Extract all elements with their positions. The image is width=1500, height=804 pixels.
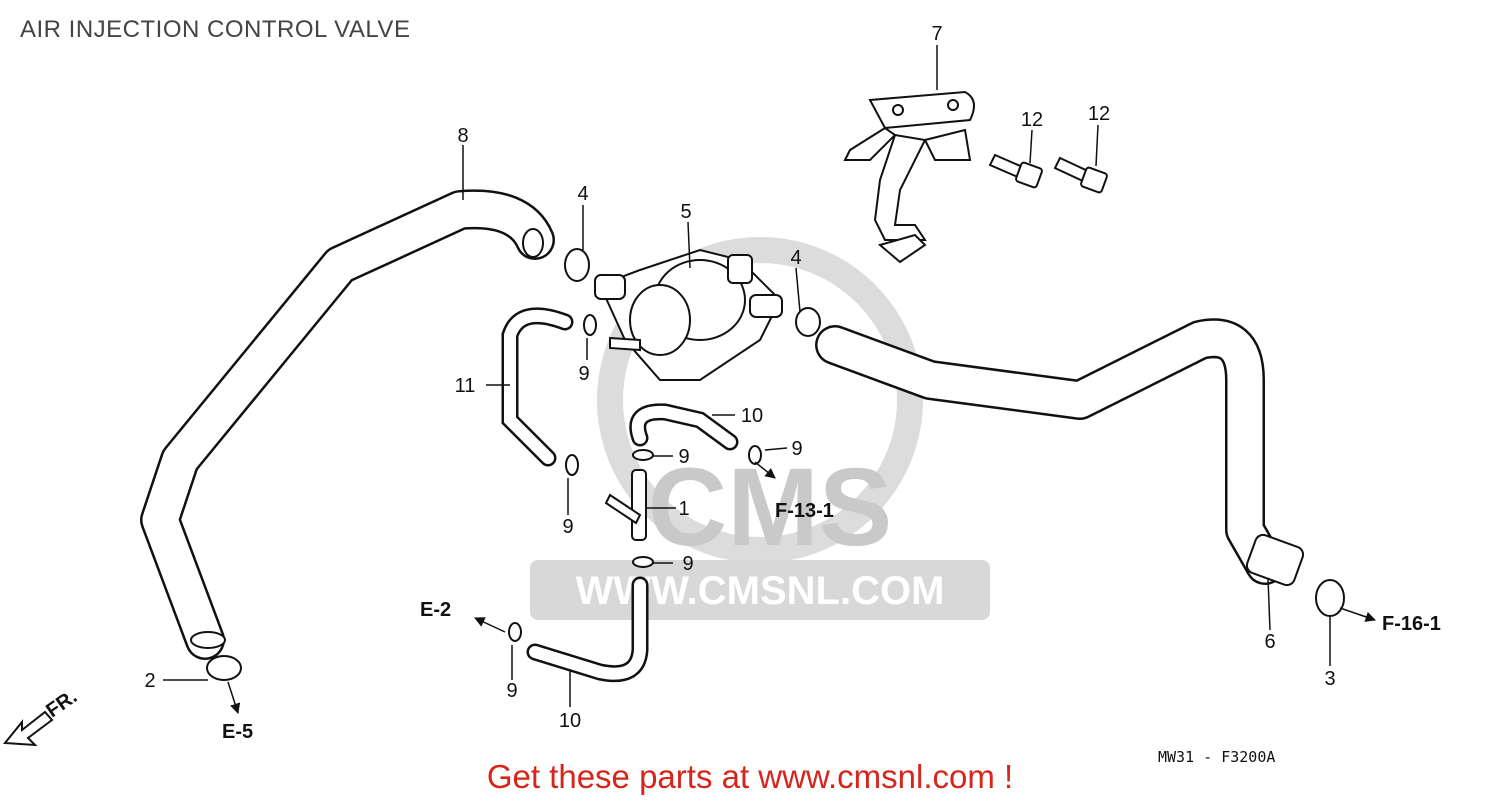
callout-9-f: 9 [506,680,517,702]
bolt-part-12-left [988,153,1043,189]
valve-part-5 [594,248,783,381]
callout-10-lower: 10 [559,710,581,732]
callout-12-left: 12 [1021,109,1043,131]
callout-9-e: 9 [682,553,693,575]
callout-6: 6 [1264,631,1275,653]
callout-9-b: 9 [678,446,689,468]
ref-e-2: E-2 [420,599,451,621]
callout-9-a: 9 [578,363,589,385]
callout-4-right: 4 [790,247,801,269]
callout-2: 2 [144,670,155,692]
ref-f-13-1: F-13-1 [775,500,834,522]
leader-lines [163,45,1331,707]
promo-text[interactable]: Get these parts at www.cmsnl.com ! [486,758,1014,795]
reference-arrows [227,461,1376,714]
front-arrow-icon: FR. [3,686,81,747]
bolt-part-12-right [1053,156,1108,194]
clamp-part-3 [1315,579,1345,617]
callout-5: 5 [680,201,691,223]
watermark-brand: CMS [648,446,892,569]
ref-e-5: E-5 [222,721,253,743]
joint-part-1 [604,469,647,541]
hose-part-11 [501,307,574,467]
callout-4-left: 4 [577,183,588,205]
diagram-code: MW31 - F3200A [1158,748,1276,766]
hose-part-10-upper [629,403,739,451]
ref-f-16-1: F-16-1 [1382,613,1441,635]
callout-8: 8 [457,125,468,147]
callout-1: 1 [678,498,689,520]
callout-9-c: 9 [791,438,802,460]
callout-3: 3 [1324,668,1335,690]
clamp-part-9 [508,314,762,642]
callout-10-upper: 10 [741,405,763,427]
hose-part-10-lower [526,576,649,683]
bracket-part-7 [843,90,975,264]
callout-7: 7 [931,23,942,45]
watermark-url: WWW.CMSNL.COM [576,569,945,613]
callout-12-right: 12 [1088,103,1110,125]
clamp-part-2 [206,655,242,681]
hose-part-6 [815,318,1305,587]
clamp-part-4 [564,248,821,337]
callout-9-d: 9 [562,516,573,538]
page-title: AIR INJECTION CONTROL VALVE [20,16,411,43]
hose-part-8 [140,189,555,660]
callout-11: 11 [455,375,476,397]
